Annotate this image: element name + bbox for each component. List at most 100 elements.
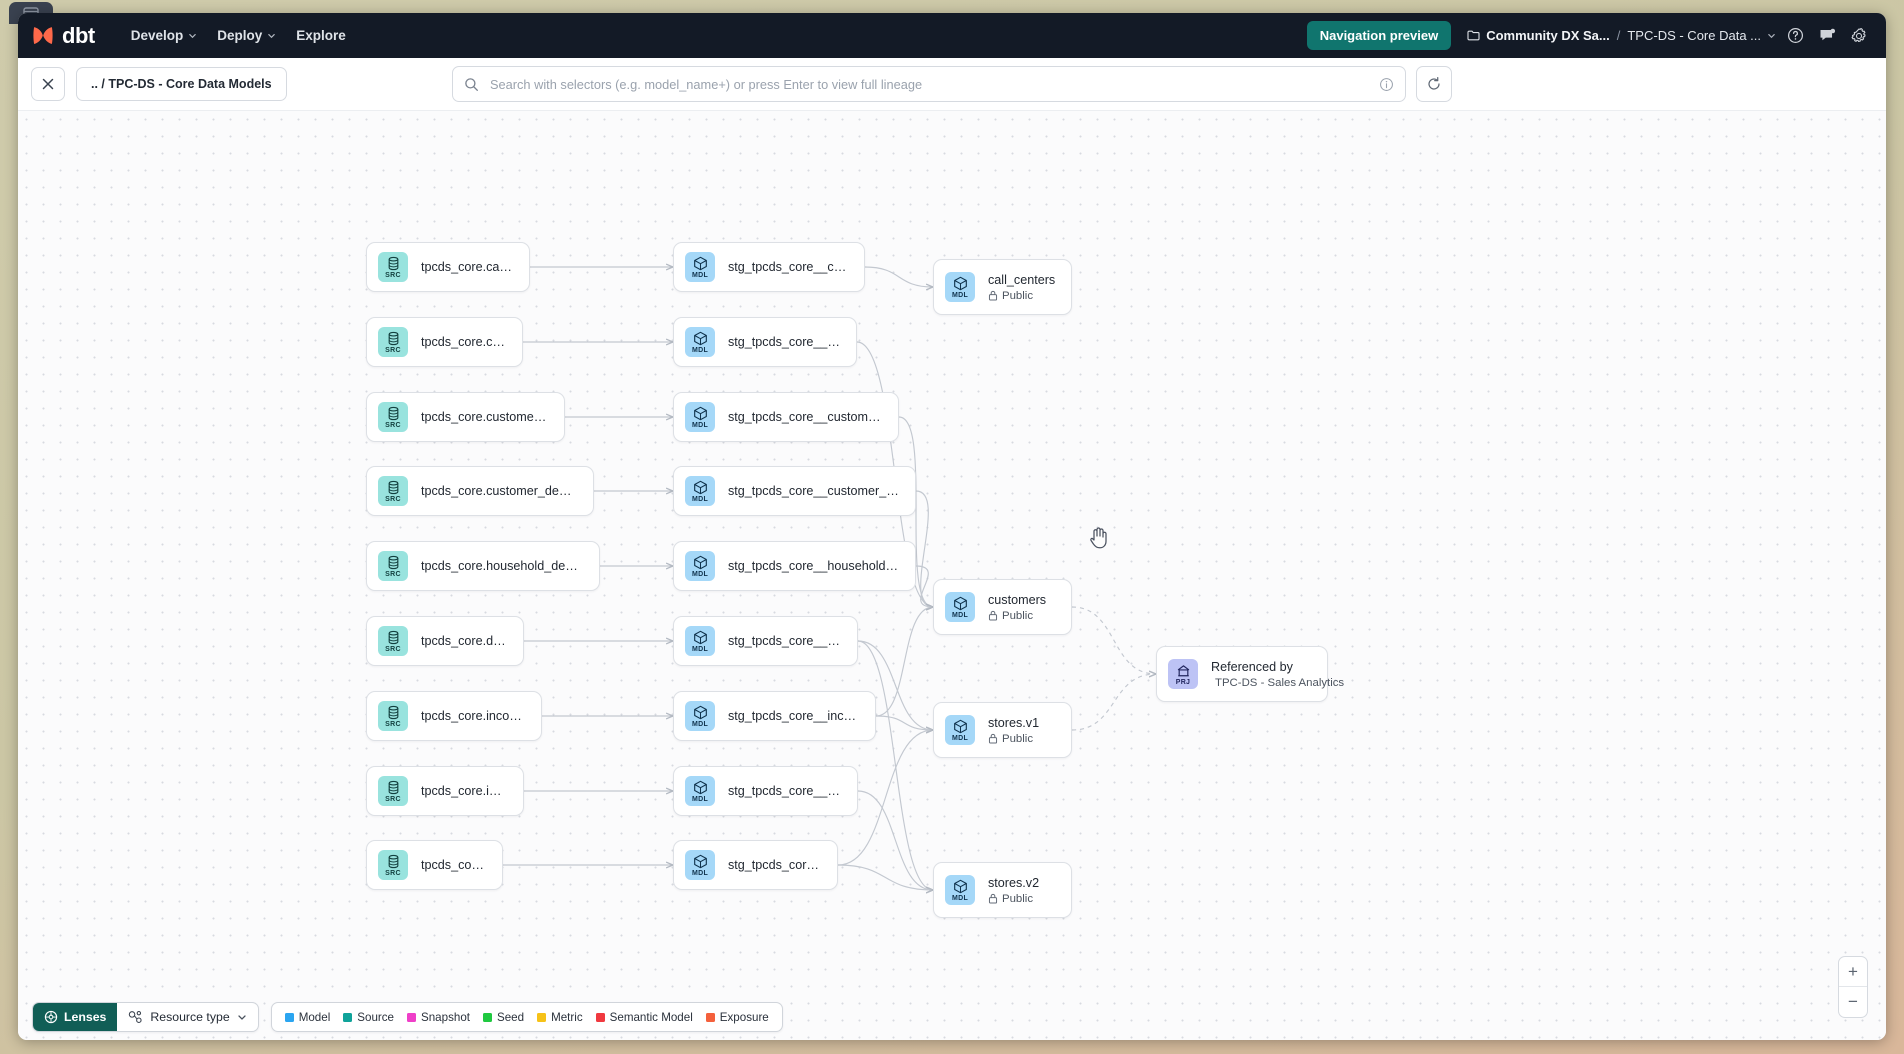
src-badge-icon: SRC — [378, 252, 408, 282]
lineage-edge — [915, 565, 933, 607]
mdl-badge-icon: MDL — [685, 402, 715, 432]
node-title: call_centers — [988, 272, 1056, 287]
node-access-label: Public — [1002, 732, 1034, 745]
nav-link-explore[interactable]: Explore — [286, 22, 356, 49]
node-text: tpcds_core.inventory — [421, 784, 508, 798]
lock-icon — [988, 290, 998, 301]
node-access-badge: Public — [988, 733, 1039, 745]
legend-item-seed[interactable]: Seed — [483, 1011, 524, 1024]
resource-type-button[interactable]: Resource type — [117, 1003, 257, 1031]
legend-label: Snapshot — [421, 1010, 470, 1024]
refresh-button[interactable] — [1416, 66, 1452, 102]
legend-label: Source — [357, 1010, 394, 1024]
lineage-edge — [837, 864, 933, 890]
node-title: tpcds_core.customer_address — [421, 410, 549, 424]
nav-link-develop-label: Develop — [130, 28, 184, 43]
breadcrumb-separator: / — [1616, 28, 1621, 43]
legend-item-snapshot[interactable]: Snapshot — [407, 1011, 470, 1024]
legend-item-exposure[interactable]: Exposure — [705, 1010, 769, 1024]
lenses-label: Lenses — [64, 1010, 107, 1024]
model-node-mdl-stg-household-demographics[interactable]: MDLstg_tpcds_core__household_demogr… — [673, 541, 916, 591]
legend-item-model[interactable]: Model — [284, 1011, 330, 1024]
zoom-controls: + − — [1838, 956, 1868, 1018]
zoom-in-button[interactable]: + — [1839, 957, 1867, 987]
search-area — [452, 66, 1452, 102]
node-title: tpcds_core.store — [421, 858, 487, 872]
legend-item-metric[interactable]: Metric — [537, 1011, 583, 1024]
lenses-button[interactable]: Lenses — [33, 1003, 118, 1031]
breadcrumb-chip[interactable]: .. / TPC-DS - Core Data Models — [76, 67, 287, 101]
mdl-badge-icon: MDL — [685, 776, 715, 806]
model-node-mdl-stg-customer-demographics[interactable]: MDLstg_tpcds_core__customer_demogra… — [673, 466, 916, 516]
nav-link-deploy[interactable]: Deploy — [207, 22, 286, 49]
node-text: tpcds_core.household_demographics — [421, 559, 584, 573]
breadcrumb-account[interactable]: Community DX Sa... — [1467, 28, 1610, 43]
search-box[interactable] — [452, 66, 1406, 102]
gear-icon[interactable] — [1846, 23, 1872, 49]
search-input[interactable] — [488, 75, 1370, 93]
node-text: stg_tpcds_core__income_band — [728, 709, 860, 723]
node-title: stores.v1 — [988, 715, 1040, 730]
model-node-mdl-stg-customer-address[interactable]: MDL stg_tpcds_core__customer_address — [673, 392, 899, 442]
feedback-icon[interactable] — [1814, 23, 1840, 49]
nav-link-deploy-label: Deploy — [217, 28, 263, 43]
node-title: stores.v2 — [988, 875, 1040, 890]
lens-group: Lenses Resource type — [32, 1002, 259, 1032]
legend-swatch-icon — [343, 1012, 353, 1022]
mdl-badge-icon: MDL — [685, 252, 715, 282]
mdl-badge-icon: MDL — [685, 701, 715, 731]
legend-label: Seed — [497, 1010, 525, 1024]
lineage-edge — [857, 640, 933, 890]
lock-icon — [988, 733, 998, 744]
node-text: stg_tpcds_core__store — [728, 858, 822, 872]
dbt-logo[interactable]: dbt — [30, 23, 95, 49]
model-node-mdl-stg-income-band[interactable]: MDL stg_tpcds_core__income_band — [673, 691, 876, 741]
top-navbar: dbt Develop Deploy Explore Navigation pr… — [18, 13, 1886, 58]
lineage-edge — [864, 266, 933, 287]
src-badge-icon: SRC — [378, 327, 408, 357]
lineage-canvas[interactable]: SRCtpcds_core.call_centerSRCtpcds_core.c… — [18, 111, 1886, 1040]
node-text: tpcds_core.store — [421, 858, 487, 872]
zoom-out-button[interactable]: − — [1848, 992, 1858, 1011]
info-icon[interactable] — [1379, 77, 1394, 92]
lock-icon — [988, 610, 998, 621]
legend-item-source[interactable]: Source — [343, 1011, 394, 1024]
legend-label: Exposure — [719, 1010, 769, 1024]
source-node-src-household-demographics[interactable]: SRC tpcds_core.household_demographics — [366, 541, 600, 591]
legend-swatch-icon — [705, 1012, 715, 1022]
mdl-badge-icon: MDL — [685, 551, 715, 581]
lock-icon — [988, 893, 998, 904]
legend-item-semantic-model[interactable]: Semantic Model — [595, 1011, 693, 1024]
legend-swatch-icon — [483, 1012, 492, 1022]
close-button[interactable] — [31, 67, 65, 101]
dbt-logo-icon — [33, 26, 53, 44]
navigation-preview-button[interactable]: Navigation preview — [1306, 21, 1452, 50]
node-text: stg_tpcds_core__date_dim — [728, 634, 842, 648]
src-badge-icon: SRC — [378, 551, 408, 581]
nav-link-develop[interactable]: Develop — [121, 22, 208, 49]
node-text: stg_tpcds_core__customer_address — [728, 410, 883, 424]
breadcrumb-project[interactable]: TPC-DS - Core Data ... — [1627, 28, 1776, 43]
help-circle-icon[interactable] — [1782, 23, 1808, 49]
breadcrumb-project-label: TPC-DS - Core Data ... — [1627, 28, 1761, 43]
